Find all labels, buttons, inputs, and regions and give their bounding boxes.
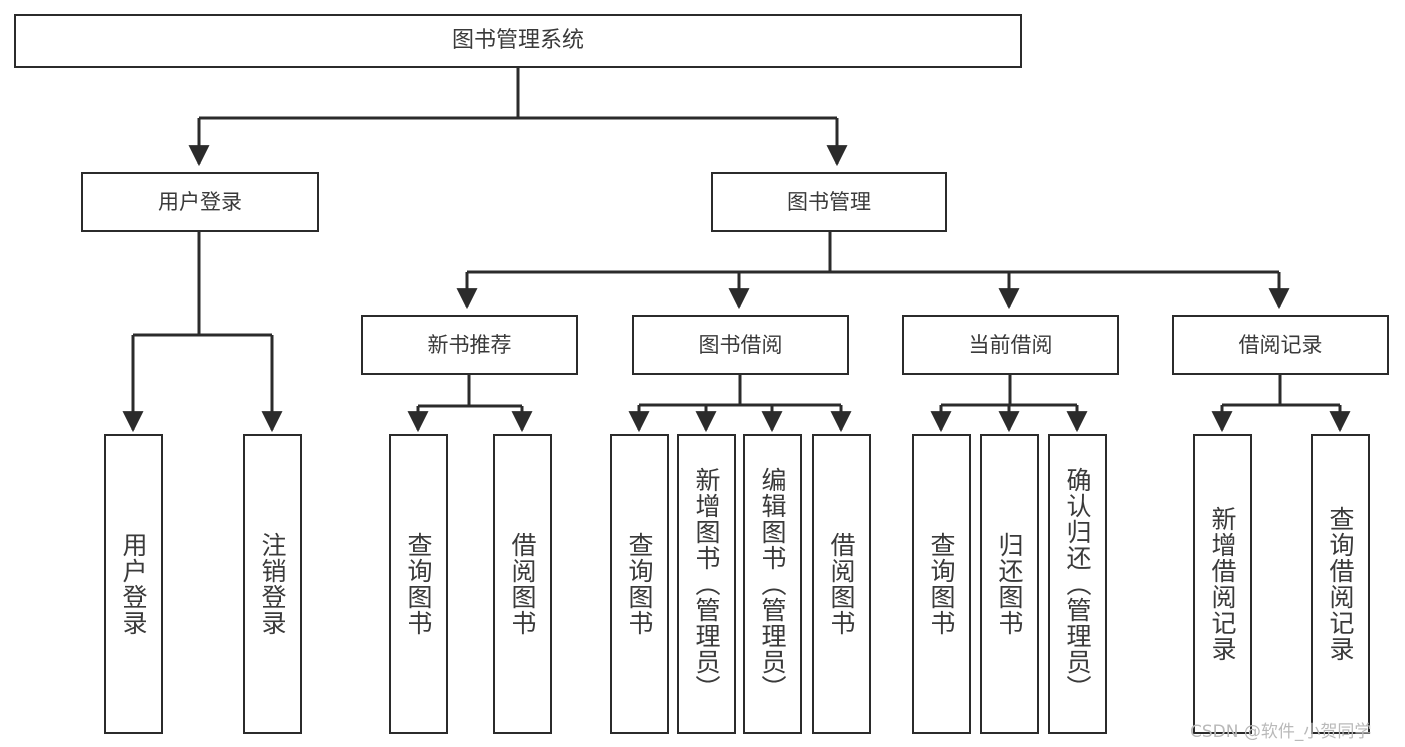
node-leaf-add-record[interactable]: 新增借阅记录 (1193, 434, 1252, 734)
node-user-login-label: 用户登录 (158, 189, 242, 214)
node-leaf-return-book-label: 归还图书 (995, 532, 1024, 636)
node-root-label: 图书管理系统 (451, 28, 584, 54)
node-leaf-add-book-label: 新增图书（管理员） (692, 467, 721, 701)
node-leaf-borrow-book-2-label: 借阅图书 (827, 532, 856, 636)
node-user-login[interactable]: 用户登录 (81, 172, 319, 232)
node-leaf-return-book[interactable]: 归还图书 (980, 434, 1039, 734)
node-new-book-recommend[interactable]: 新书推荐 (361, 315, 578, 375)
node-leaf-borrow-book-1[interactable]: 借阅图书 (493, 434, 552, 734)
node-borrow-record-label: 借阅记录 (1238, 332, 1323, 357)
node-book-management[interactable]: 图书管理 (711, 172, 947, 232)
node-leaf-user-login-label: 用户登录 (119, 532, 148, 636)
node-new-book-recommend-label: 新书推荐 (427, 332, 512, 357)
node-leaf-add-record-label: 新增借阅记录 (1208, 506, 1237, 662)
node-current-borrow-label: 当前借阅 (968, 332, 1053, 357)
node-book-borrow[interactable]: 图书借阅 (632, 315, 849, 375)
node-leaf-logout-login-label: 注销登录 (258, 532, 287, 636)
node-leaf-query-book-3-label: 查询图书 (927, 532, 956, 636)
node-borrow-record[interactable]: 借阅记录 (1172, 315, 1389, 375)
node-leaf-add-book[interactable]: 新增图书（管理员） (677, 434, 736, 734)
node-leaf-query-book-1[interactable]: 查询图书 (389, 434, 448, 734)
csdn-watermark: CSDN @软件_小贺同学 (1190, 722, 1372, 742)
node-book-management-label: 图书管理 (787, 189, 871, 214)
node-leaf-user-login[interactable]: 用户登录 (104, 434, 163, 734)
node-leaf-query-book-3[interactable]: 查询图书 (912, 434, 971, 734)
node-leaf-edit-book[interactable]: 编辑图书（管理员） (743, 434, 802, 734)
node-current-borrow[interactable]: 当前借阅 (902, 315, 1119, 375)
node-leaf-edit-book-label: 编辑图书（管理员） (758, 467, 787, 701)
node-leaf-logout-login[interactable]: 注销登录 (243, 434, 302, 734)
node-leaf-query-book-2[interactable]: 查询图书 (610, 434, 669, 734)
node-leaf-borrow-book-2[interactable]: 借阅图书 (812, 434, 871, 734)
node-leaf-query-record-label: 查询借阅记录 (1326, 506, 1355, 662)
node-leaf-confirm-return[interactable]: 确认归还（管理员） (1048, 434, 1107, 734)
node-leaf-query-record[interactable]: 查询借阅记录 (1311, 434, 1370, 734)
node-root[interactable]: 图书管理系统 (14, 14, 1022, 68)
node-leaf-borrow-book-1-label: 借阅图书 (508, 532, 537, 636)
node-leaf-query-book-2-label: 查询图书 (625, 532, 654, 636)
node-leaf-confirm-return-label: 确认归还（管理员） (1063, 467, 1092, 701)
node-leaf-query-book-1-label: 查询图书 (404, 532, 433, 636)
node-book-borrow-label: 图书借阅 (698, 332, 783, 357)
